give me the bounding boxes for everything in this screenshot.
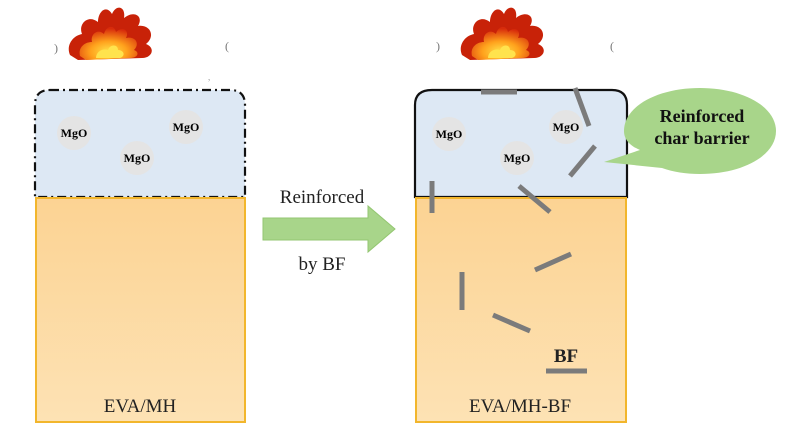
speech-bubble-shape [604, 88, 776, 174]
smoke-mark: , [208, 72, 210, 82]
callout-line-1: Reinforced [660, 106, 745, 126]
polymer-matrix [35, 197, 246, 423]
polymer-matrix [415, 197, 627, 423]
bf-fiber [572, 87, 592, 127]
mgo-particle: MgO [120, 141, 154, 175]
flame-icon [68, 7, 152, 61]
svg-text:MgO: MgO [124, 151, 151, 165]
svg-text:MgO: MgO [436, 127, 463, 141]
svg-text:MgO: MgO [504, 151, 531, 165]
right-panel: ) ( MgO MgO MgO BF [413, 7, 629, 423]
mgo-particle: MgO [500, 141, 534, 175]
callout-line-2: char barrier [654, 128, 749, 148]
left-panel: ) ( , MgO MgO MgO EVA/MH [33, 7, 247, 423]
left-panel-label: EVA/MH [104, 396, 177, 417]
right-arrow-icon [262, 204, 396, 254]
smoke-mark: ( [225, 39, 229, 53]
bf-fiber [568, 144, 597, 178]
bf-legend-label: BF [554, 346, 578, 367]
smoke-mark: ) [54, 41, 58, 55]
process-arrow: Reinforced by BF [262, 187, 396, 275]
callout-bubble: Reinforced char barrier [604, 88, 776, 174]
arrow-label-bottom: by BF [299, 254, 346, 275]
svg-text:MgO: MgO [173, 120, 200, 134]
flame-icon [460, 7, 544, 61]
right-panel-label: EVA/MH-BF [469, 396, 571, 417]
svg-text:MgO: MgO [553, 120, 580, 134]
basalt-fibers [429, 87, 597, 334]
mgo-particle: MgO [169, 110, 203, 144]
mgo-particle: MgO [432, 117, 466, 151]
smoke-mark: ) [436, 39, 440, 53]
mgo-particle: MgO [57, 116, 91, 150]
mgo-particle: MgO [549, 110, 583, 144]
bf-fiber [492, 312, 531, 334]
bf-fiber [533, 251, 573, 273]
arrow-label-top: Reinforced [280, 187, 365, 208]
smoke-mark: ( [610, 39, 614, 53]
svg-text:MgO: MgO [61, 126, 88, 140]
bf-fiber [517, 184, 552, 214]
